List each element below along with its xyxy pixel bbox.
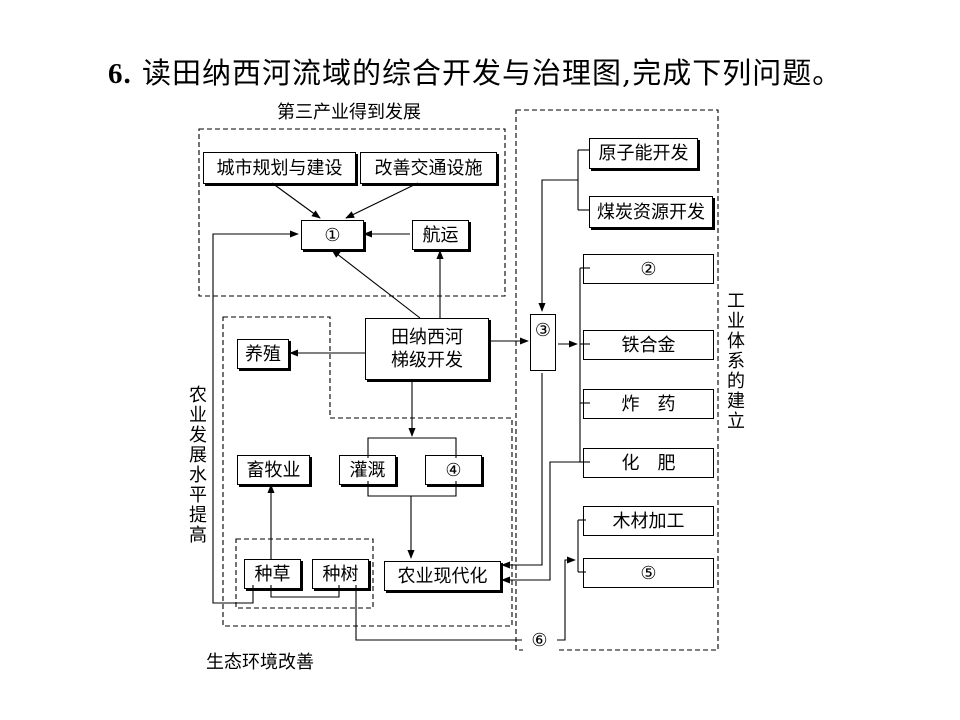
grass-trees-link [270, 585, 340, 598]
blank-3-box: ③ [530, 314, 556, 371]
shipping-box: 航运 [412, 220, 469, 250]
blank-2-box: ② [583, 254, 714, 284]
fertilizer-box: 化 肥 [583, 448, 714, 478]
blank-6-label: ⑥ [523, 627, 556, 653]
arrow-fertilizer-to-agmodern [501, 461, 580, 584]
ferroalloy-box: 铁合金 [583, 330, 714, 360]
tertiary-label: 第三产业得到发展 [277, 102, 421, 123]
arrow-energy-to-3 [538, 179, 578, 312]
water-group-bottom [367, 481, 457, 497]
urban-planning-box: 城市规划与建设 [203, 152, 356, 184]
nuclear-box: 原子能开发 [589, 138, 698, 169]
arrow-trees-to-6 [355, 585, 522, 641]
tertiary-region [198, 128, 506, 297]
explosives-box: 炸 药 [583, 389, 714, 419]
blank-4-box: ④ [425, 455, 482, 485]
ecology-label: 生态环境改善 [206, 652, 314, 673]
grass-box: 种草 [244, 559, 301, 589]
trees-box: 种树 [312, 559, 369, 589]
question-title: 6. 读田纳西河流域的综合开发与治理图,完成下列问题。 [108, 50, 842, 92]
agriculture-region [222, 316, 513, 627]
ag-modernization-box: 农业现代化 [384, 561, 501, 591]
arrow-tva-to-1 [331, 249, 421, 319]
timber-box: 木材加工 [583, 506, 714, 536]
arrow-urban-to-1 [271, 182, 321, 219]
arrow-ecology-to-1 [212, 230, 299, 604]
transport-box: 改善交通设施 [360, 152, 497, 184]
industry-label: 工业体系的建立 [727, 291, 745, 432]
coal-box: 煤炭资源开发 [589, 196, 713, 228]
ecology-region [235, 538, 374, 609]
agriculture-label: 农业发展水平提高 [189, 385, 207, 546]
blank-5-box: ⑤ [583, 558, 714, 588]
tva-box: 田纳西河 梯级开发 [365, 318, 489, 380]
irrigation-box: 灌溉 [339, 455, 396, 485]
livestock-box: 畜牧业 [237, 455, 310, 485]
industry-region [515, 109, 719, 651]
arrow-3-to-agmodern [501, 373, 543, 569]
question-number: 6. [108, 58, 132, 90]
aquaculture-box: 养殖 [237, 339, 289, 369]
arrow-transport-to-1 [345, 182, 419, 219]
question-text: 读田纳西河流域的综合开发与治理图,完成下列问题。 [141, 56, 843, 90]
blank-1-box: ① [301, 220, 364, 250]
water-group-top [367, 437, 457, 458]
arrow-6-to-timber [557, 556, 576, 641]
